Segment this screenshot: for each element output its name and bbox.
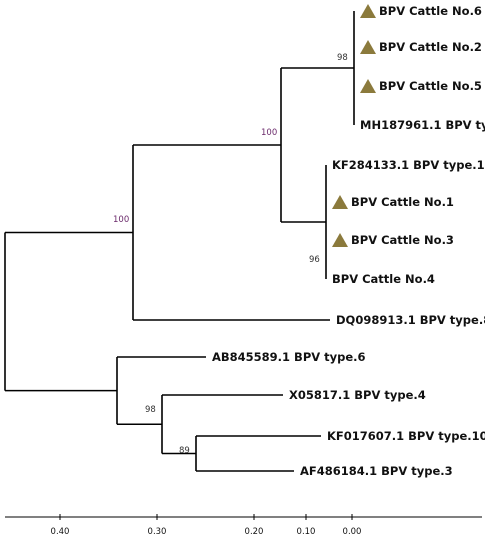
- bootstrap-values: 100 100 98 96 98 89: [113, 53, 348, 456]
- bootstrap-value: 98: [337, 53, 348, 63]
- tip-label: BPV Cattle No.1: [351, 195, 454, 209]
- tip-label: BPV Cattle No.4: [332, 272, 435, 286]
- bootstrap-value: 100: [261, 128, 277, 138]
- tip-label: AF486184.1 BPV type.3: [300, 464, 453, 478]
- bootstrap-value: 96: [309, 255, 320, 265]
- scale-axis: 0.40 0.30 0.20 0.10 0.00: [5, 514, 482, 537]
- axis-tick-label: 0.10: [297, 527, 316, 537]
- tip-label: MH187961.1 BPV type.2: [360, 118, 485, 132]
- axis-tick-label: 0.00: [343, 527, 362, 537]
- tip-label: DQ098913.1 BPV type.8: [336, 313, 485, 327]
- triangle-icon: [360, 40, 376, 54]
- tip-label: BPV Cattle No.5: [379, 79, 482, 93]
- tip-markers: [332, 4, 376, 247]
- tip-label: BPV Cattle No.2: [379, 40, 482, 54]
- triangle-icon: [332, 233, 348, 247]
- triangle-icon: [360, 79, 376, 93]
- triangle-icon: [360, 4, 376, 18]
- triangle-icon: [332, 195, 348, 209]
- tip-label: BPV Cattle No.3: [351, 233, 454, 247]
- axis-tick-label: 0.40: [51, 527, 70, 537]
- axis-tick-label: 0.30: [148, 527, 167, 537]
- axis-tick-label: 0.20: [245, 527, 264, 537]
- tree-branches: [4, 11, 355, 472]
- bootstrap-value: 89: [179, 446, 190, 456]
- tip-label: AB845589.1 BPV type.6: [212, 350, 366, 364]
- tip-label: X05817.1 BPV type.4: [289, 388, 426, 402]
- bootstrap-value: 100: [113, 215, 129, 225]
- tip-label: BPV Cattle No.6: [379, 4, 482, 18]
- bootstrap-value: 98: [145, 405, 156, 415]
- tip-label: KF284133.1 BPV type.1: [332, 158, 485, 172]
- tip-label: KF017607.1 BPV type.10: [327, 429, 485, 443]
